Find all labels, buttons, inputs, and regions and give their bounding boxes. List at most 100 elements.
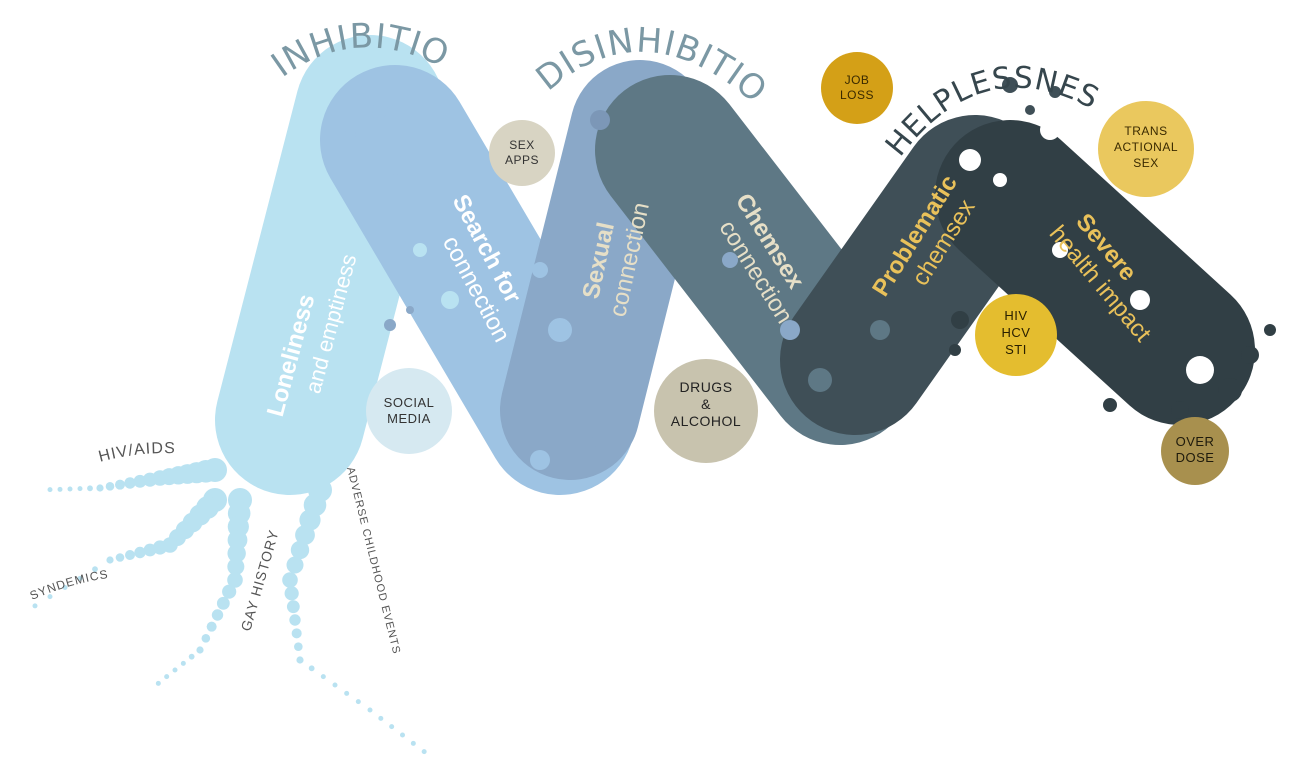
root-dot (77, 575, 83, 581)
svg-text:MEDIA: MEDIA (387, 411, 431, 426)
speckle (384, 319, 396, 331)
speckle (722, 252, 738, 268)
svg-text:ALCOHOL: ALCOHOL (671, 413, 741, 429)
speckle (1186, 356, 1214, 384)
svg-text:LOSS: LOSS (840, 88, 874, 102)
svg-text:DOSE: DOSE (1176, 450, 1215, 465)
speckle (1103, 398, 1117, 412)
root-dot (62, 585, 68, 590)
speckle (1130, 290, 1150, 310)
root-dot (134, 546, 146, 559)
speckle (1241, 346, 1259, 364)
root-dot (367, 707, 373, 713)
speckle (1264, 324, 1276, 336)
bubble-sex-apps: SEX APPS (489, 120, 555, 186)
root-dot (216, 596, 230, 610)
root-dot (47, 594, 53, 600)
root-dot (155, 680, 161, 686)
root-dot (32, 603, 38, 609)
root-dot (222, 584, 237, 599)
bubble-drugs-alcohol: DRUGS & ALCOHOL (654, 359, 758, 463)
svg-text:STI: STI (1005, 342, 1027, 357)
root-dot (201, 634, 211, 643)
root-adverse-childhood: ADVERSE CHILDHOOD EVENTS (344, 466, 402, 656)
root-dot (308, 665, 315, 672)
root-dot (320, 674, 326, 680)
speckle (1040, 120, 1060, 140)
svg-text:SOCIAL: SOCIAL (384, 395, 435, 410)
root-dot (294, 642, 303, 651)
bubble-overdose: OVER DOSE (1161, 417, 1229, 485)
svg-text:DRUGS: DRUGS (679, 379, 732, 395)
root-dot (143, 543, 157, 557)
speckle (921, 211, 939, 229)
root-dot (400, 732, 405, 738)
speckle (949, 344, 961, 356)
root-dot (206, 621, 217, 632)
root-dot (124, 477, 136, 489)
root-dot (227, 572, 243, 588)
bubble-job-loss: JOB LOSS (821, 52, 893, 124)
root-dot (152, 540, 168, 555)
speckle (676, 166, 704, 194)
speckle (372, 102, 388, 118)
root-dot (227, 530, 248, 550)
speckle (1171, 401, 1189, 419)
speckle (1218, 378, 1242, 402)
root-dot (105, 482, 115, 491)
svg-text:HCV: HCV (1002, 325, 1031, 340)
root-dot (421, 749, 427, 755)
speckle (651, 101, 669, 119)
bubble-hiv-hcv-sti: HIV HCV STI (975, 294, 1057, 376)
speckle (1052, 242, 1068, 258)
svg-text:SEX: SEX (509, 138, 535, 152)
svg-text:OVER: OVER (1176, 434, 1215, 449)
speckle (1049, 86, 1061, 98)
root-dot (282, 572, 298, 588)
band-severe (935, 120, 1255, 425)
root-dot (227, 558, 245, 576)
speckle (959, 149, 981, 171)
root-dot (291, 628, 302, 639)
root-dot (332, 682, 338, 688)
speckle (530, 450, 550, 470)
root-tendrils (32, 458, 427, 755)
root-dot (92, 566, 98, 573)
speckle (441, 291, 459, 309)
speckle (336, 406, 344, 414)
root-dot (286, 556, 304, 574)
root-dot (355, 699, 361, 705)
root-dot (389, 724, 395, 730)
speckle (993, 173, 1007, 187)
root-hiv-aids: HIV/AIDS (97, 440, 176, 466)
root-dot (286, 600, 300, 614)
root-dot (296, 656, 304, 664)
root-dot (378, 715, 384, 721)
root-dot (142, 472, 158, 487)
root-dot (115, 553, 125, 562)
svg-text:SEX: SEX (1133, 156, 1159, 170)
root-dot (96, 484, 104, 492)
root-dot (57, 486, 63, 492)
root-dot (196, 646, 204, 654)
speckle (592, 432, 608, 448)
speckle (780, 320, 800, 340)
root-dot (164, 674, 170, 680)
pathway-band (215, 35, 1255, 495)
speckle (406, 306, 414, 314)
root-dot (77, 486, 83, 492)
speckle-dots (336, 77, 1276, 470)
speckle (1025, 105, 1035, 115)
root-dot (172, 667, 178, 673)
root-syndemics: SYNDEMICS (28, 567, 110, 603)
root-dot (290, 540, 310, 560)
root-dot (289, 614, 301, 626)
root-dot (125, 550, 135, 560)
root-dot (295, 525, 315, 545)
speckle (808, 368, 832, 392)
speckle (951, 311, 969, 329)
root-dot (188, 653, 195, 660)
root-dot (106, 556, 114, 564)
root-dot (67, 486, 73, 492)
